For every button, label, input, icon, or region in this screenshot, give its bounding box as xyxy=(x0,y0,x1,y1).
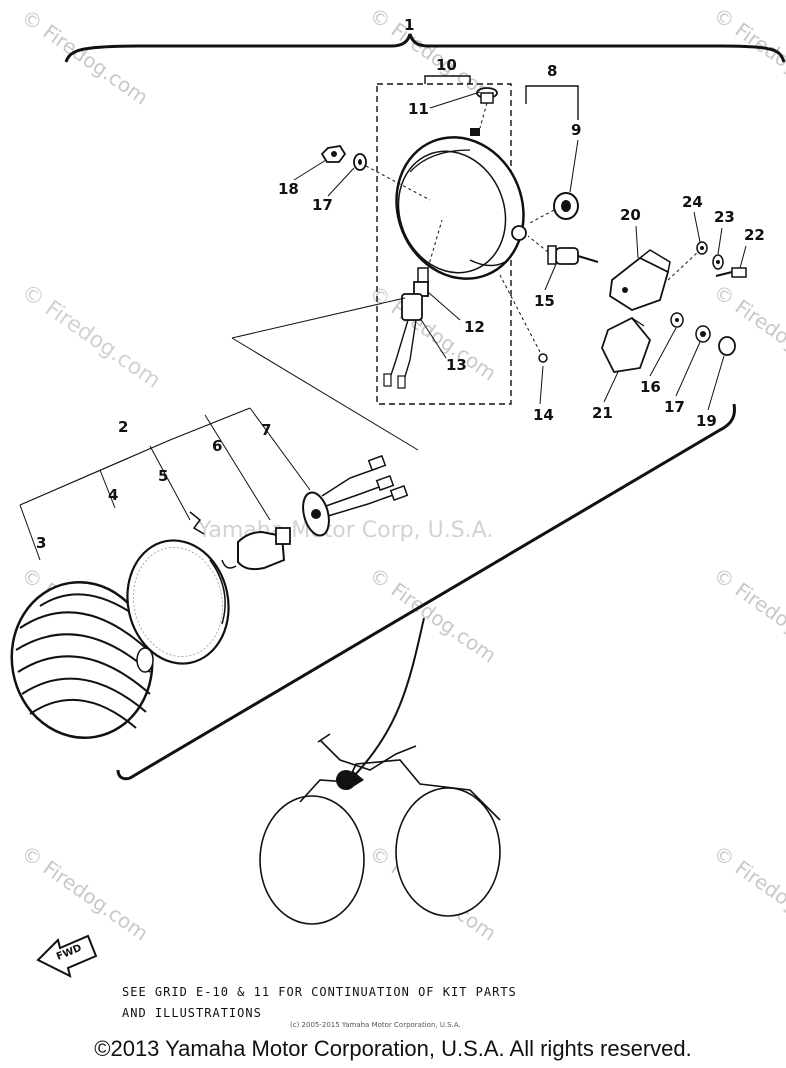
callout-7: 7 xyxy=(261,421,271,439)
grommet-9 xyxy=(527,192,579,225)
assembly-bracket-bottom xyxy=(116,403,736,781)
wire-lead-13 xyxy=(383,293,423,389)
motorcycle-outline xyxy=(259,733,501,925)
callout-15: 15 xyxy=(534,292,555,310)
damper-21 xyxy=(601,316,652,373)
callout-18: 18 xyxy=(278,180,299,198)
callout-16: 16 xyxy=(640,378,661,396)
bracket-20 xyxy=(609,249,699,311)
watermark-top-right: © Firedog.com xyxy=(709,2,786,107)
nut-24 xyxy=(696,241,708,255)
watermark-bottom-left: © Firedog.com xyxy=(17,840,153,945)
watermark-bottom-right: © Firedog.com xyxy=(709,840,786,945)
callout-13: 13 xyxy=(446,356,467,374)
washer-23 xyxy=(712,254,724,270)
callout-2: 2 xyxy=(118,418,128,436)
note-line-2: AND ILLUSTRATIONS xyxy=(122,1006,262,1020)
leader-3 xyxy=(19,504,41,561)
link-line-a xyxy=(231,297,406,339)
callout-3: 3 xyxy=(36,534,46,552)
spring-clip-5 xyxy=(189,511,205,535)
screw-11 xyxy=(476,87,498,129)
bolt-15 xyxy=(527,235,599,265)
leader-lines xyxy=(293,91,747,411)
bracket-10 xyxy=(424,75,471,84)
leader-4 xyxy=(99,469,116,509)
callout-10: 10 xyxy=(436,56,457,74)
callout-14: 14 xyxy=(533,406,554,424)
callout-20: 20 xyxy=(620,206,641,224)
leader-6 xyxy=(204,414,271,521)
bracket-2 xyxy=(19,407,251,506)
leader-7 xyxy=(249,407,311,491)
bracket-8 xyxy=(525,85,579,120)
watermark-top-left: © Firedog.com xyxy=(17,4,153,109)
callout-19: 19 xyxy=(696,412,717,430)
socket-7 xyxy=(302,454,409,537)
bulb-6 xyxy=(221,527,291,571)
footer-copyright: ©2013 Yamaha Motor Corporation, U.S.A. A… xyxy=(94,1036,692,1061)
forward-arrow-icon: FWD xyxy=(36,934,98,978)
callouts: 1 2 3 4 5 6 7 8 9 10 11 12 13 14 15 16 1… xyxy=(36,16,765,552)
callout-5: 5 xyxy=(158,467,168,485)
callout-1: 1 xyxy=(404,16,414,34)
callout-17-upper: 17 xyxy=(312,196,333,214)
callout-12: 12 xyxy=(464,318,485,336)
assembly-bracket-top xyxy=(64,33,786,63)
watermark-mid-left: © Firedog.com xyxy=(17,279,165,393)
headlight-guard-3 xyxy=(10,580,154,740)
leader-5 xyxy=(149,445,191,521)
washer-17-upper xyxy=(353,153,431,201)
headlight-case xyxy=(395,128,527,280)
small-copyright: (c) 2005-2015 Yamaha Motor Corporation, … xyxy=(290,1021,461,1029)
screw-14 xyxy=(499,274,548,363)
callout-9: 9 xyxy=(571,121,581,139)
washer-16 xyxy=(670,312,684,328)
washer-17-lower xyxy=(695,325,711,343)
callout-8: 8 xyxy=(547,62,557,80)
link-line-b xyxy=(231,337,419,451)
callout-24: 24 xyxy=(682,193,703,211)
nut-18 xyxy=(320,145,347,163)
callout-4: 4 xyxy=(108,486,118,504)
callout-22: 22 xyxy=(744,226,765,244)
sealed-beam-4 xyxy=(126,539,230,665)
watermark-low-right: © Firedog.com xyxy=(709,562,786,667)
watermarks: © Firedog.com © Firedog.com © Firedog.co… xyxy=(17,2,786,945)
callout-17-lower: 17 xyxy=(664,398,685,416)
callout-23: 23 xyxy=(714,208,735,226)
location-arrow xyxy=(349,617,425,781)
watermark-low-center: © Firedog.com xyxy=(365,562,501,667)
callout-11: 11 xyxy=(408,100,429,118)
callout-21: 21 xyxy=(592,404,613,422)
cap-nut-19 xyxy=(718,336,736,356)
callout-6: 6 xyxy=(212,437,222,455)
bolt-22 xyxy=(715,267,747,278)
note-line-1: SEE GRID E-10 & 11 FOR CONTINUATION OF K… xyxy=(122,985,517,999)
